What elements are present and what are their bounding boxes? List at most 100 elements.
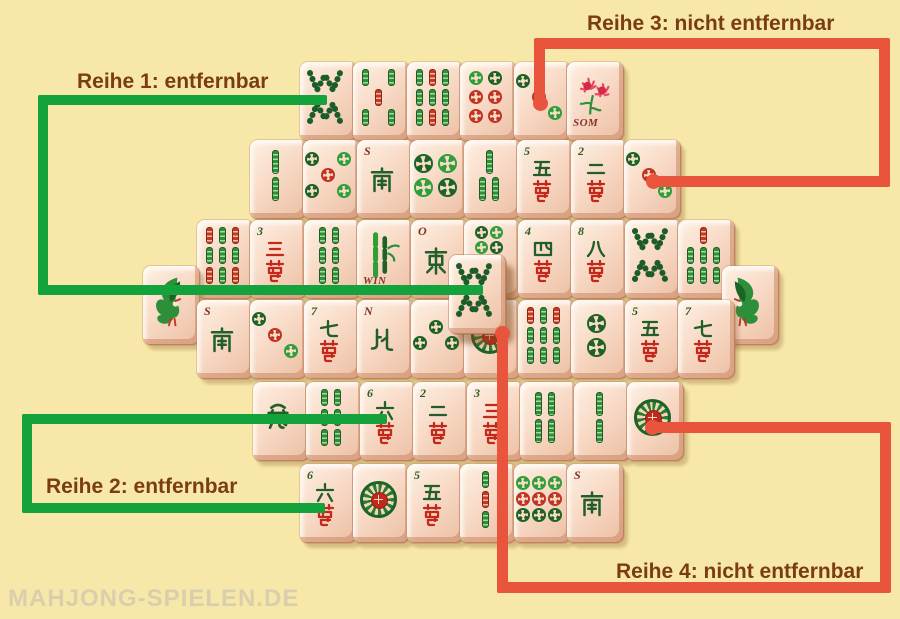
bamboo-grid: [535, 391, 555, 443]
tile-r2c4-circle4[interactable]: [410, 140, 467, 219]
bamboo-stick: [332, 246, 339, 264]
char-glyph-南: [370, 167, 394, 193]
tile-face: [523, 385, 567, 449]
bamboo-stick: [319, 266, 326, 284]
tile-r1c2-bamboo5[interactable]: [353, 62, 410, 141]
tile-r4c3-char7[interactable]: 7: [304, 300, 361, 379]
bamboo-stick: [485, 149, 493, 174]
tile-face: [630, 385, 674, 449]
tile-r1c4-circle6[interactable]: [460, 62, 517, 141]
tile-r5c4-char2[interactable]: 2: [413, 382, 470, 461]
tile-face: [410, 65, 454, 129]
tile-r1c3-bamboo9[interactable]: [407, 62, 464, 141]
tile-r4c10-char7[interactable]: 7: [678, 300, 735, 379]
tile-face: 3: [253, 223, 297, 287]
bamboo-stick: [548, 391, 555, 416]
circle-dot: [284, 344, 298, 358]
bamboo8-icon: [456, 263, 492, 317]
tile-r2c6-char5[interactable]: 5: [517, 140, 574, 219]
tile-r5c6-bamboo4[interactable]: [520, 382, 577, 461]
bamboo-grid: [361, 68, 395, 126]
char-glyph-萬: [375, 421, 395, 444]
line-reihe1: [38, 285, 483, 295]
bamboo-stick: [539, 306, 547, 324]
tile-face: S: [200, 303, 244, 367]
bamboo-stick: [271, 176, 279, 201]
bamboo-grid: [205, 226, 239, 284]
tile-r2c5-bamboo3[interactable]: [464, 140, 521, 219]
tile-r3c8-char8[interactable]: 8: [571, 220, 628, 299]
tile-r2c1-bamboo2[interactable]: [250, 140, 307, 219]
circle-dot: [413, 336, 427, 350]
bamboo-stick: [231, 246, 239, 264]
tile-r6c4-bamboo3[interactable]: [460, 464, 517, 543]
line-reihe4: [649, 422, 891, 433]
circle-dot: [626, 152, 640, 166]
bamboo-stick: [686, 266, 694, 284]
bamboo-stick: [492, 176, 499, 201]
bamboo-stick: [319, 226, 326, 244]
tile-r5c5-char3[interactable]: 3: [467, 382, 524, 461]
circle-dot: [490, 226, 503, 239]
bamboo-stick: [526, 346, 534, 364]
tile-r4c2-circle3[interactable]: [250, 300, 307, 379]
bamboo-stick: [552, 306, 560, 324]
tile-face: [577, 385, 621, 449]
tile-index-number: 7: [311, 304, 317, 318]
tile-r4c9-char5[interactable]: 5: [625, 300, 682, 379]
tile-left-phoenix[interactable]: [143, 266, 200, 345]
circle-dot: [468, 109, 483, 123]
bamboo-stick: [334, 388, 341, 406]
tile-index-number: 2: [578, 144, 584, 158]
tile-index-number: 6: [307, 468, 313, 482]
bamboo-stick: [218, 266, 226, 284]
circle-dot: [487, 109, 502, 123]
tile-r2c7-char2[interactable]: 2: [571, 140, 628, 219]
tile-face: [305, 143, 351, 207]
tile-face: [303, 65, 347, 129]
line-reihe3: [534, 38, 545, 105]
char-glyph-二: [586, 163, 606, 174]
circles-grid: [586, 313, 606, 357]
tile-r6c5-circle9[interactable]: [514, 464, 571, 543]
bamboo-stick: [552, 326, 560, 344]
tile-index-letter: S: [364, 144, 371, 158]
bamboo8-icon: [307, 70, 343, 124]
bamboo-stick: [271, 149, 279, 174]
tile-r1c6-season-summer[interactable]: SOM: [567, 62, 624, 141]
tile-r4c7-bamboo9[interactable]: [518, 300, 575, 379]
tile-r6c3-char5[interactable]: 5: [407, 464, 464, 543]
circle-dot: [516, 476, 530, 490]
tile-r3c7-char4[interactable]: 4: [518, 220, 575, 299]
bamboo-stick: [361, 68, 369, 86]
tile-face: 7: [681, 303, 725, 367]
tile-r4c4-wind-north[interactable]: N: [357, 300, 414, 379]
circle-dot: [487, 71, 502, 85]
tile-r2c2-circle5[interactable]: [303, 140, 360, 219]
circle-dot: [468, 71, 483, 85]
bamboo-stick: [415, 68, 423, 86]
tile-face: [467, 143, 511, 207]
circle-dot: [475, 241, 488, 254]
bamboo-stick: [428, 68, 436, 86]
circle-dot: [305, 184, 319, 198]
tile-r2c3-wind-south[interactable]: S: [357, 140, 414, 219]
circle-dot: [586, 313, 606, 333]
tile-r6c6-wind-south[interactable]: S: [567, 464, 624, 543]
tile-r4c8-circle2[interactable]: [571, 300, 628, 379]
tile-r3c9-bamboo8[interactable]: [625, 220, 682, 299]
circle-dot: [490, 241, 503, 254]
bamboo-stick: [387, 108, 395, 126]
tile-r4c1-wind-south[interactable]: S: [197, 300, 254, 379]
char-glyph-東: [424, 247, 448, 275]
bamboo-stick: [712, 246, 720, 264]
circle-dot: [413, 177, 433, 197]
circle-dot: [532, 476, 546, 490]
tile-face: [413, 303, 459, 367]
tile-index-letter: S: [574, 468, 581, 482]
bamboo-stick: [595, 391, 603, 416]
tile-r6c2-circle1[interactable]: [353, 464, 410, 543]
tile-r5c7-bamboo2[interactable]: [574, 382, 631, 461]
season-label: SOM: [573, 117, 599, 129]
